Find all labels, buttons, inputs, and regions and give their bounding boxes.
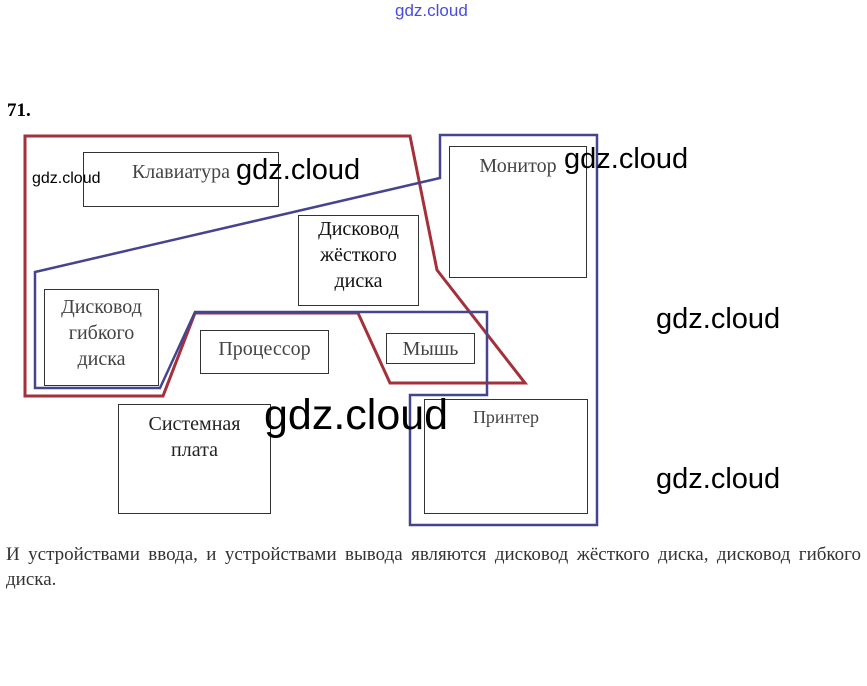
watermark-center: gdz.cloud	[264, 391, 449, 439]
monitor-box: Монитор	[449, 146, 587, 278]
motherboard-box: Системная плата	[118, 404, 271, 514]
watermark-small: gdz.cloud	[32, 170, 101, 187]
hdd-label-1: Дисковод	[318, 218, 399, 240]
hdd-label-3: диска	[334, 270, 383, 292]
keyboard-box: Клавиатура	[83, 152, 279, 207]
mouse-label: Мышь	[402, 338, 459, 360]
fdd-label-2: гибкого	[68, 322, 135, 344]
fdd-box: Дисковод гибкого диска	[44, 289, 159, 386]
hdd-label-2: жёсткого	[320, 244, 397, 266]
watermark-right-2: gdz.cloud	[656, 463, 781, 495]
motherboard-label-2: плата	[171, 439, 218, 461]
cpu-box: Процессор	[200, 330, 329, 374]
answer-text: И устройствами ввода, и устройствами выв…	[6, 544, 861, 590]
watermark-monitor: gdz.cloud	[564, 143, 689, 175]
printer-label: Принтер	[472, 407, 540, 427]
fdd-label-1: Дисковод	[61, 296, 142, 318]
watermark-right-1: gdz.cloud	[656, 303, 781, 335]
printer-box: Принтер	[424, 399, 588, 514]
task-number: 71.	[7, 100, 31, 121]
header-watermark: gdz.cloud	[395, 1, 468, 20]
input-devices-outline	[23, 134, 529, 398]
cpu-label: Процессор	[218, 338, 311, 360]
watermark-keyboard: gdz.cloud	[236, 154, 361, 186]
mouse-box: Мышь	[386, 333, 475, 364]
keyboard-label: Клавиатура	[131, 161, 231, 183]
hdd-box: Дисковод жёсткого диска	[298, 215, 419, 306]
monitor-label: Монитор	[479, 155, 557, 177]
output-devices-outline	[33, 133, 599, 527]
motherboard-label-1: Системная	[148, 413, 241, 435]
fdd-label-3: диска	[77, 348, 126, 370]
